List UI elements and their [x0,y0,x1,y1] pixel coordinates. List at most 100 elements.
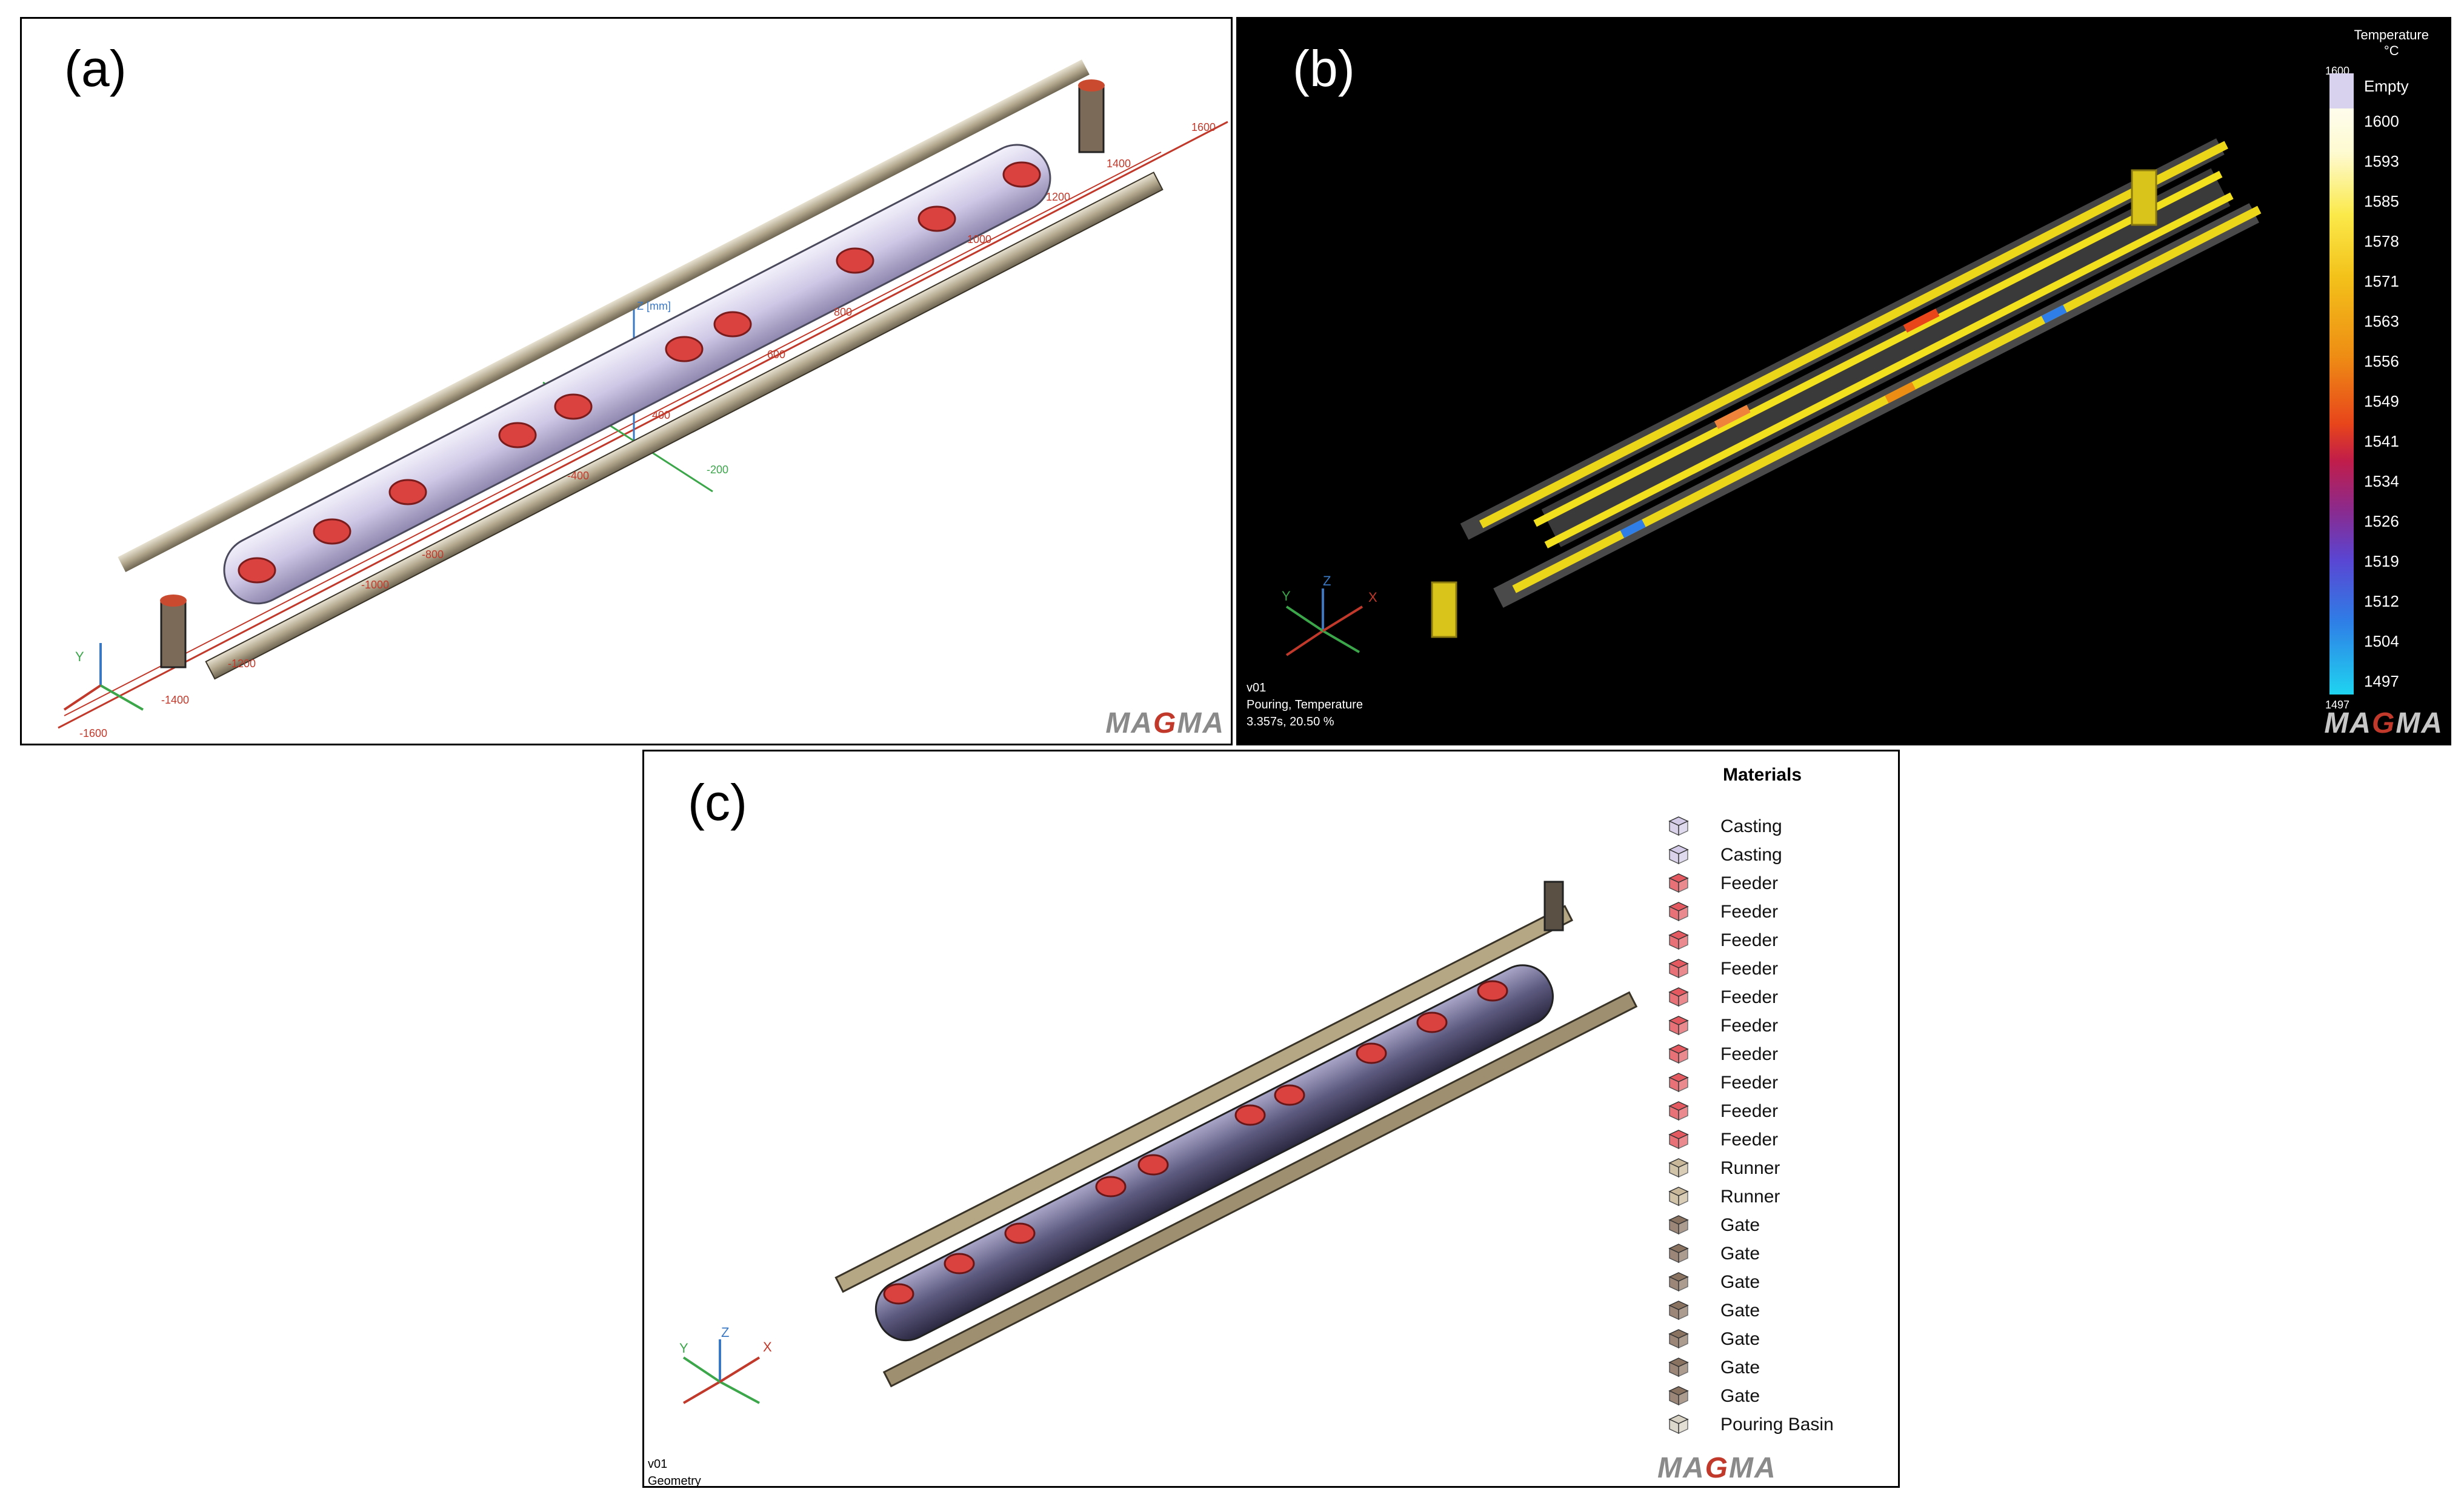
magma-logo-b: MAGMA [2324,707,2443,739]
legend-tick: 1549 [2364,392,2399,410]
dim-label: 600 [767,348,785,361]
panel-a-geometry-view: (a) [20,17,1233,745]
legend-tick: 1526 [2364,512,2399,530]
empty-swatch [2329,73,2354,108]
dim-label: -1000 [361,579,389,591]
materials-title: Materials [1723,765,1802,785]
legend-tick: 1504 [2364,632,2399,650]
dimension-labels: 1600 1400 1200 1000 800 600 400 -200 -40… [79,121,1216,739]
cube-icon [1668,1301,1689,1321]
legend-tick: 1578 [2364,232,2399,250]
casting-c [874,964,1554,1342]
legend-tick: 1512 [2364,592,2399,610]
caption-c: v01 Geometry [648,1456,701,1488]
pouring-basin-top [1078,84,1105,153]
dim-label: -800 [422,548,444,561]
panel-a-label: (a) [64,40,127,97]
panel-b-label: (b) [1293,40,1355,97]
pouring-basin-b-top [2131,169,2157,226]
axis-y-label-c: Y [679,1341,688,1356]
axis-z-label-b: Z [1323,573,1331,588]
cube-icon [1668,1073,1689,1093]
material-label: Feeder [1720,1044,1779,1064]
legend-tick: 1571 [2364,272,2399,290]
cube-icon [1668,1386,1689,1406]
cube-icon [1668,1358,1689,1378]
dim-label: 1600 [1191,121,1216,133]
material-label: Feeder [1720,1016,1779,1036]
casting-dark [1541,168,2231,547]
cube-icon [1668,1329,1689,1349]
cube-icon [1668,873,1689,893]
legend-tick: 1600 [2364,112,2399,130]
material-label: Gate [1720,1329,1760,1349]
dim-label: 1200 [1046,191,1070,203]
axis-triad-b [1285,588,1364,656]
cube-icon [1668,1414,1689,1434]
dim-label: -200 [707,464,728,476]
legend-bottom-edge: 1497 [2325,699,2350,711]
runner-front [205,172,1164,680]
dim-label: 1000 [967,233,991,245]
cube-icon [1668,1044,1689,1064]
axis-y-label-a: Y [75,649,84,664]
dim-label: -1400 [161,694,189,706]
caption-result: Geometry [648,1474,701,1488]
material-label: Feeder [1720,873,1779,893]
magma-logo-c: MAGMA [1657,1452,1777,1484]
cube-icon [1668,816,1689,836]
legend-unit: °C [2383,43,2399,58]
material-label: Casting [1720,845,1782,865]
runner-back [118,59,1090,572]
legend-tick: 1556 [2364,352,2399,370]
feeders-a [238,161,1041,584]
cube-icon [1668,902,1689,922]
legend-tick: 1593 [2364,152,2399,170]
material-label: Gate [1720,1358,1760,1378]
runner-front-c [882,991,1638,1388]
caption-b: v01 Pouring, Temperature 3.357s, 20.50 % [1247,679,1363,730]
axis-y-label-b: Y [1282,588,1291,604]
axis-x-label-c: X [763,1339,772,1354]
cube-icon [1668,987,1689,1007]
panel-c-materials-view: (c) [642,750,1900,1488]
caption-version: v01 [1247,681,1267,695]
legend-tick: 1563 [2364,312,2399,330]
dimension-line-x [58,121,1228,729]
dimension-line-x2 [64,152,1162,716]
cube-icon [1668,1215,1689,1235]
material-label: Casting [1720,816,1782,836]
pouring-basin-c [1543,881,1564,931]
dim-label: 800 [834,306,852,318]
material-label: Feeder [1720,902,1779,922]
material-label: Feeder [1720,930,1779,950]
legend-tick: 1519 [2364,552,2399,570]
legend-title-line1: Temperature [2354,27,2429,42]
cube-icon [1668,1016,1689,1036]
material-label: Gate [1720,1301,1760,1321]
cube-icon [1668,1158,1689,1178]
cube-icon [1668,1272,1689,1292]
material-label: Pouring Basin [1720,1414,1834,1434]
panel-b-scene: Z Y X [1282,138,2262,656]
caption-version: v01 [648,1458,668,1471]
axis-x-label-b: X [1368,590,1377,605]
material-label: Gate [1720,1272,1760,1292]
panel-a-scene: Y Z [mm] 1600 1400 1200 1000 800 600 400… [58,59,1228,739]
material-label: Runner [1720,1158,1780,1178]
dim-label: -400 [567,470,589,482]
legend-tick: 1534 [2364,472,2399,490]
temperature-colorbar [2329,79,2354,695]
material-label: Feeder [1720,1073,1779,1093]
cube-icon [1668,1244,1689,1264]
melt-flow-runner-back [1479,141,2228,528]
pouring-basin-b-bottom [1431,581,1457,638]
cube-icon [1668,1101,1689,1121]
cube-icon [1668,845,1689,865]
pouring-basin-bottom [160,599,187,668]
axis-z-label-a: Z [mm] [637,300,671,312]
melt-flow-2 [1544,192,2234,548]
cube-icon [1668,930,1689,950]
legend-tick: 1497 [2364,672,2399,690]
legend-title: Temperature °C [2354,27,2429,59]
